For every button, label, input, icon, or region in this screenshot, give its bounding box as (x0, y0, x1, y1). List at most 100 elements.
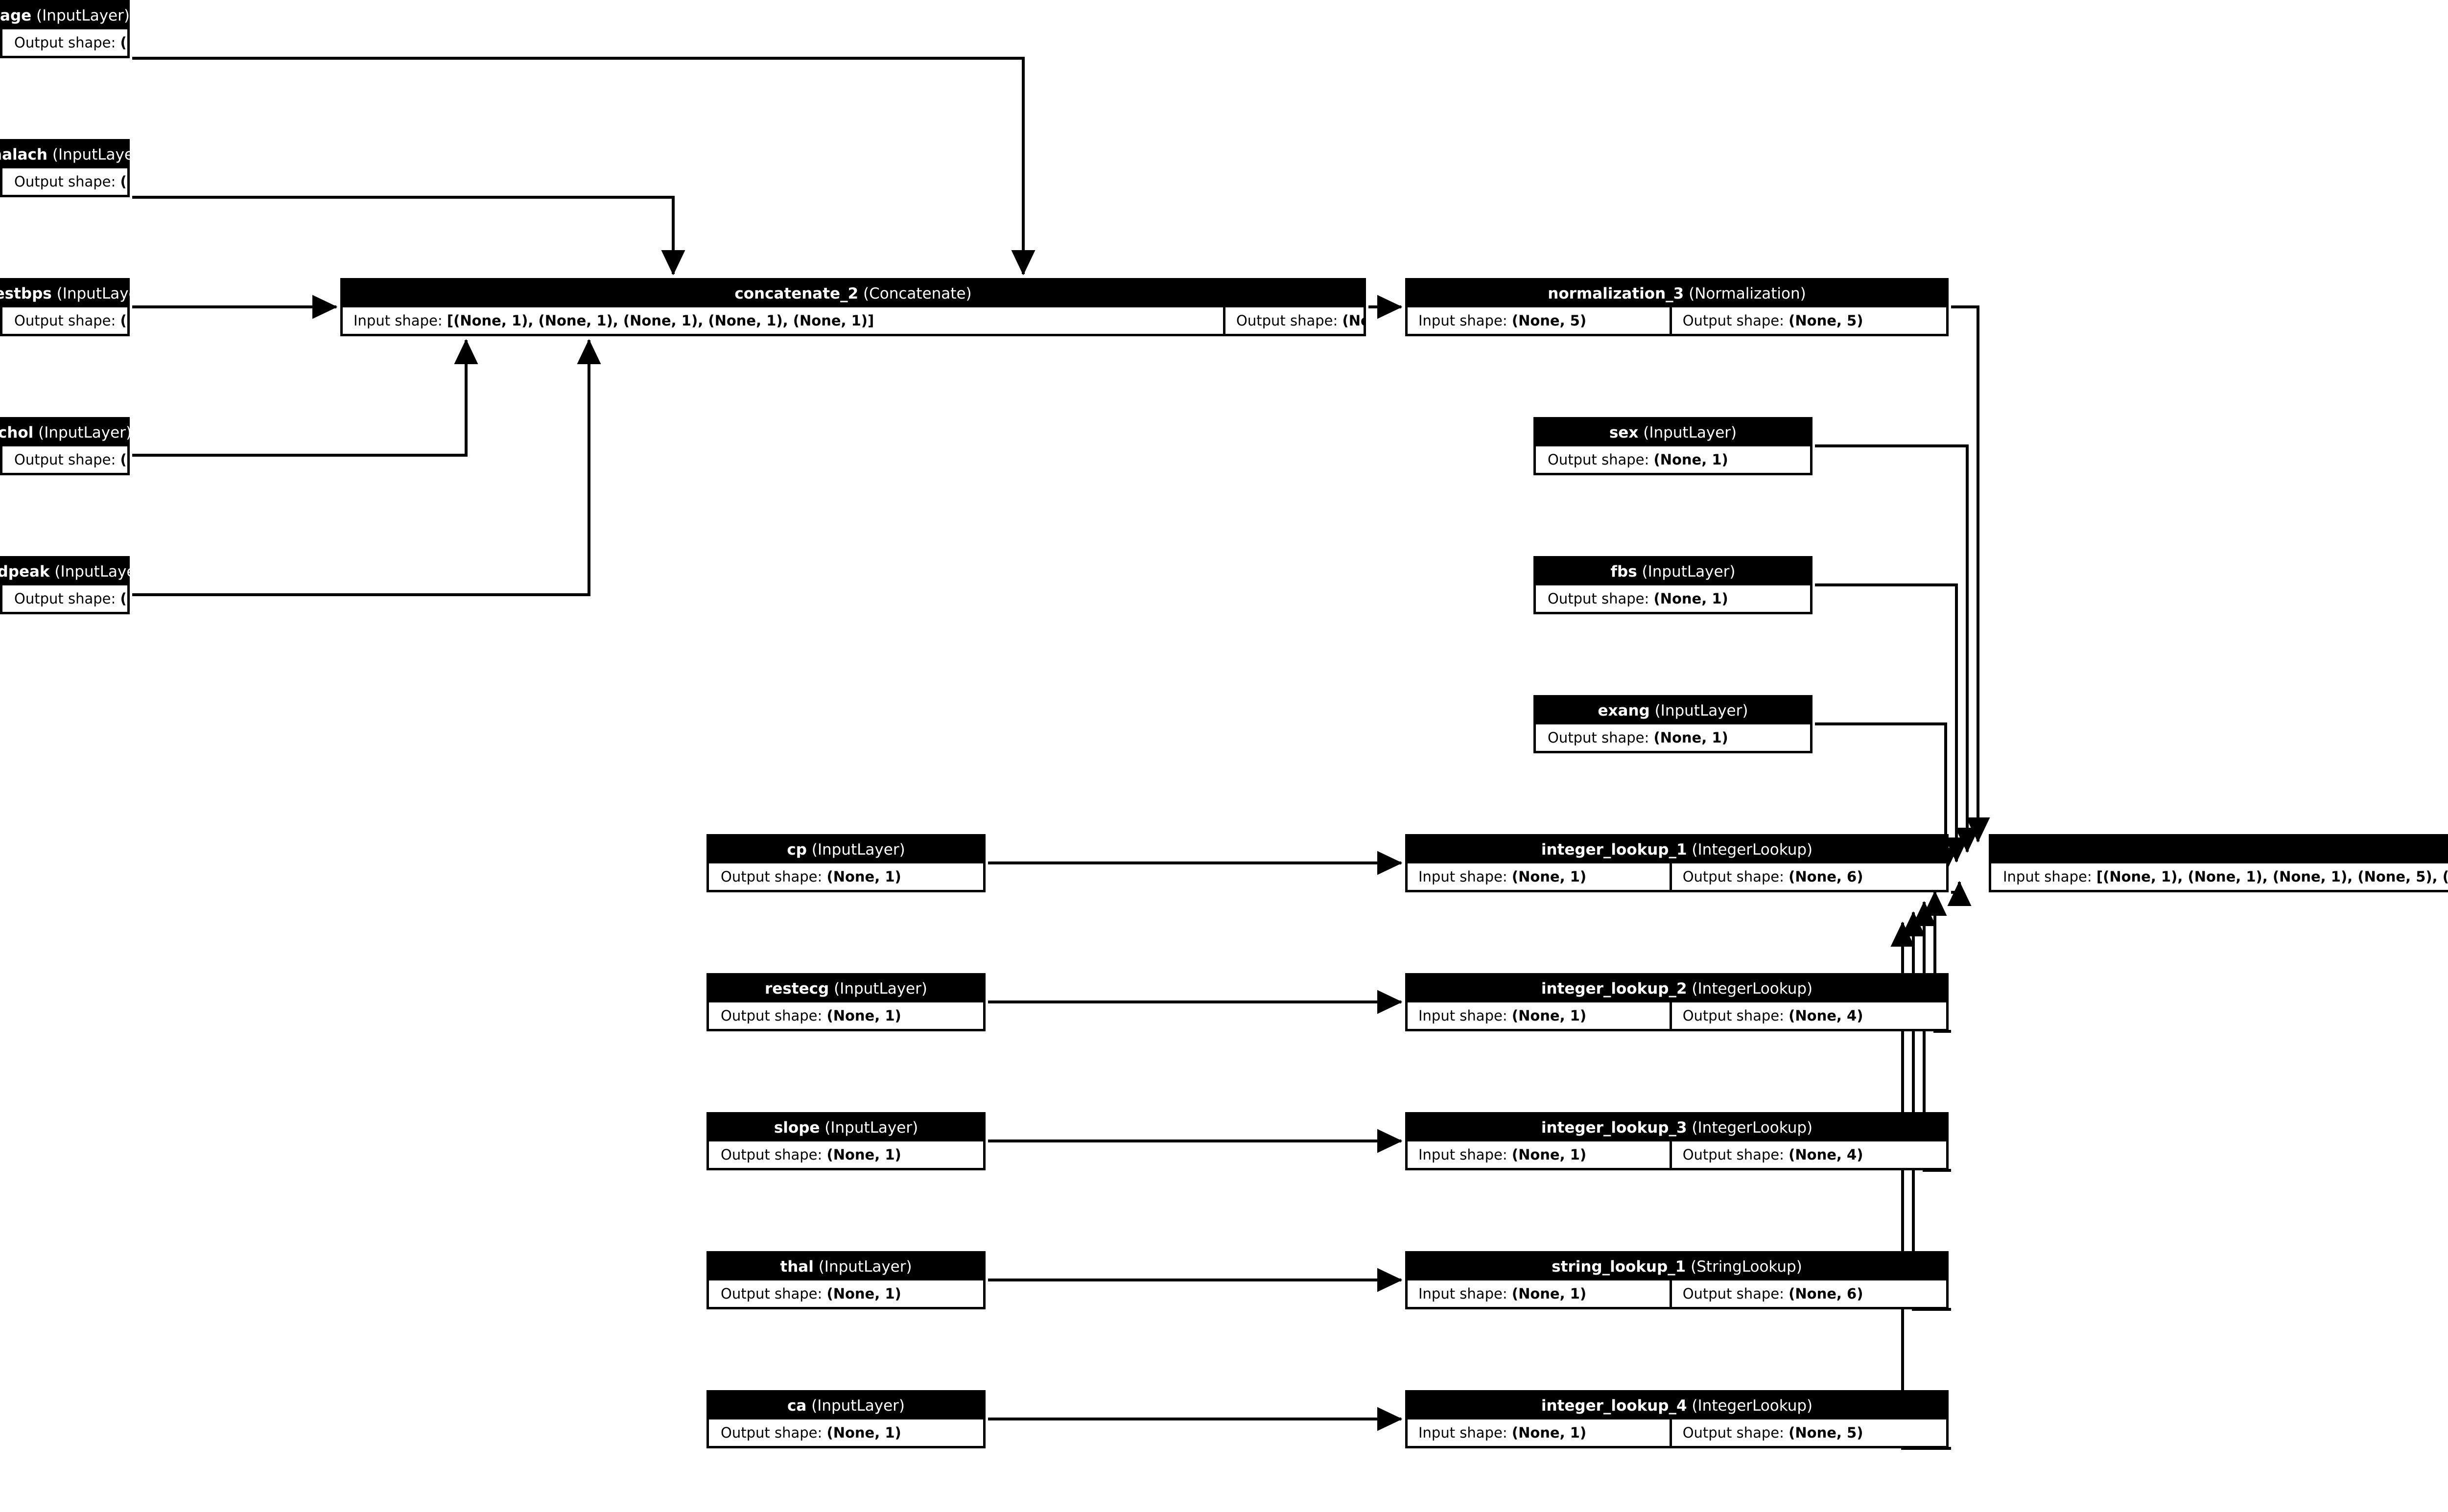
layer-node-trestbps[interactable]: trestbps (InputLayer)Output shape: (None… (0, 278, 150, 336)
layer-node-sex[interactable]: sex (InputLayer)Output shape: (None, 1) (1533, 417, 1812, 475)
paren-open: ( (1642, 563, 1648, 581)
output-shape-cell-value: (None, 1) (826, 1285, 901, 1302)
layer-node-normalization_3[interactable]: normalization_3 (Normalization)Input sha… (1405, 278, 1949, 336)
layer-type: StringLookup (1696, 1258, 1796, 1276)
input-shape-cell-value: (None, 1) (1511, 1007, 1587, 1024)
output-shape-cell: Output shape: (None, 4) (1671, 1002, 1947, 1029)
edge-fbs-to-concatenate_3 (1815, 583, 1969, 863)
input-shape-cell-label: Input shape: (1418, 1424, 1507, 1441)
paren-close: ) (1807, 841, 1813, 859)
layer-type: IntegerLookup (1697, 1119, 1807, 1137)
layer-shape-row: Input shape: (None, 1)Output shape: (Non… (1408, 863, 1947, 890)
output-shape-cell-value: (None, 1) (826, 1424, 901, 1441)
layer-type: Concatenate (869, 285, 966, 303)
output-shape-cell-value: (None, 1) (1653, 451, 1728, 468)
layer-name: fbs (1610, 563, 1637, 581)
layer-node-fbs[interactable]: fbs (InputLayer)Output shape: (None, 1) (1533, 556, 1812, 614)
layer-node-thalach[interactable]: thalach (InputLayer)Output shape: (None,… (0, 139, 146, 197)
layer-node-thal[interactable]: thal (InputLayer)Output shape: (None, 1) (706, 1251, 986, 1309)
layer-node-slope[interactable]: slope (InputLayer)Output shape: (None, 1… (706, 1112, 986, 1170)
layer-shape-row: Output shape: (None, 1) (709, 1280, 983, 1307)
input-shape-cell-value: [(None, 1), (None, 1), (None, 1), (None,… (447, 312, 874, 329)
layer-shape-row: Input shape: (None, 5)Output shape: (Non… (1408, 307, 1947, 334)
input-shape-cell-label: Input shape: (1418, 1285, 1507, 1302)
input-shape-cell-label: Input shape: (353, 312, 443, 329)
layer-node-string_lookup_1[interactable]: string_lookup_1 (StringLookup)Input shap… (1405, 1251, 1949, 1309)
layer-node-integer_lookup_4[interactable]: integer_lookup_4 (IntegerLookup)Input sh… (1405, 1390, 1949, 1448)
paren-close: ) (1742, 702, 1748, 720)
paren-close: ) (123, 7, 130, 25)
paren-open: ( (36, 7, 43, 25)
layer-node-exang[interactable]: exang (InputLayer)Output shape: (None, 1… (1533, 695, 1812, 753)
output-shape-cell: Output shape: (None, 5) (1225, 307, 1364, 334)
layer-name: integer_lookup_2 (1541, 980, 1687, 998)
layer-node-concatenate_2[interactable]: concatenate_2 (Concatenate)Input shape: … (340, 278, 1366, 336)
layer-node-age[interactable]: age (InputLayer)Output shape: (None, 1) (0, 0, 130, 58)
paren-open: ( (834, 980, 840, 998)
output-shape-cell-value: (None, 1) (826, 1007, 901, 1024)
edge-thalach-to-concatenate_2 (132, 196, 685, 276)
paren-close: ) (1800, 285, 1806, 303)
layer-title: concatenate_3 (Concatenate) (1991, 837, 2448, 863)
output-shape-cell-label: Output shape: (721, 868, 823, 885)
input-shape-cell: Input shape: [(None, 1), (None, 1), (Non… (1991, 863, 2448, 890)
output-shape-cell-label: Output shape: (721, 1007, 823, 1024)
output-shape-cell-label: Output shape: (14, 312, 116, 329)
layer-shape-row: Output shape: (None, 1) (2, 307, 127, 334)
layer-node-integer_lookup_3[interactable]: integer_lookup_3 (IntegerLookup)Input sh… (1405, 1112, 1949, 1170)
output-shape-cell: Output shape: (None, 5) (1671, 307, 1947, 334)
edge-normalization_3-to-concatenate_3 (1951, 305, 1990, 843)
paren-close: ) (1729, 563, 1736, 581)
layer-shape-row: Output shape: (None, 1) (2, 446, 127, 473)
output-shape-cell: Output shape: (None, 1) (709, 1419, 983, 1446)
layer-name: thalach (0, 146, 48, 164)
paren-open: ( (38, 424, 45, 442)
paren-open: ( (811, 841, 818, 859)
paren-open: ( (811, 1397, 818, 1415)
layer-title: cp (InputLayer) (709, 837, 983, 863)
paren-close: ) (125, 424, 132, 442)
paren-open: ( (824, 1119, 831, 1137)
paren-open: ( (52, 146, 58, 164)
layer-node-oldpeak[interactable]: oldpeak (InputLayer)Output shape: (None,… (0, 556, 148, 614)
input-shape-cell-value: [(None, 1), (None, 1), (None, 1), (None,… (2096, 868, 2448, 885)
layer-name: oldpeak (0, 563, 50, 581)
input-shape-cell-value: (None, 1) (1511, 1424, 1587, 1441)
layer-name: exang (1598, 702, 1650, 720)
output-shape-cell-label: Output shape: (1548, 590, 1649, 607)
layer-shape-row: Input shape: [(None, 1), (None, 1), (Non… (343, 307, 1364, 334)
output-shape-cell-value: (None, 1) (1653, 590, 1728, 607)
layer-name: string_lookup_1 (1552, 1258, 1686, 1276)
output-shape-cell-label: Output shape: (1682, 1146, 1784, 1163)
layer-shape-row: Output shape: (None, 1) (709, 1141, 983, 1168)
output-shape-cell: Output shape: (None, 1) (1536, 446, 1810, 473)
output-shape-cell: Output shape: (None, 1) (709, 1280, 983, 1307)
layer-shape-row: Input shape: [(None, 1), (None, 1), (Non… (1991, 863, 2448, 890)
layer-type: InputLayer (817, 841, 899, 859)
input-shape-cell-value: (None, 1) (1511, 868, 1587, 885)
input-shape-cell-label: Input shape: (1418, 868, 1507, 885)
input-shape-cell: Input shape: (None, 1) (1408, 1141, 1670, 1168)
paren-open: ( (56, 285, 63, 303)
input-shape-cell: Input shape: (None, 1) (1408, 1419, 1670, 1446)
output-shape-cell: Output shape: (None, 1) (2, 307, 127, 334)
layer-node-cp[interactable]: cp (InputLayer)Output shape: (None, 1) (706, 834, 986, 892)
layer-node-integer_lookup_2[interactable]: integer_lookup_2 (IntegerLookup)Input sh… (1405, 973, 1949, 1031)
output-shape-cell: Output shape: (None, 1) (2, 168, 127, 195)
layer-node-restecg[interactable]: restecg (InputLayer)Output shape: (None,… (706, 973, 986, 1031)
output-shape-cell-value: (None, 1) (120, 34, 127, 51)
layer-node-chol[interactable]: chol (InputLayer)Output shape: (None, 1) (0, 417, 132, 475)
layer-node-concatenate_3[interactable]: concatenate_3 (Concatenate)Input shape: … (1989, 834, 2448, 892)
layer-node-ca[interactable]: ca (InputLayer)Output shape: (None, 1) (706, 1390, 986, 1448)
output-shape-cell-label: Output shape: (14, 34, 116, 51)
output-shape-cell-label: Output shape: (721, 1424, 823, 1441)
layer-title: sex (InputLayer) (1536, 419, 1810, 446)
layer-shape-row: Output shape: (None, 1) (709, 1419, 983, 1446)
layer-title: thalach (InputLayer) (0, 141, 146, 168)
paren-open: ( (863, 285, 870, 303)
paren-close: ) (912, 1119, 918, 1137)
layer-node-integer_lookup_1[interactable]: integer_lookup_1 (IntegerLookup)Input sh… (1405, 834, 1949, 892)
layer-shape-row: Input shape: (None, 1)Output shape: (Non… (1408, 1141, 1947, 1168)
output-shape-cell-label: Output shape: (721, 1146, 823, 1163)
